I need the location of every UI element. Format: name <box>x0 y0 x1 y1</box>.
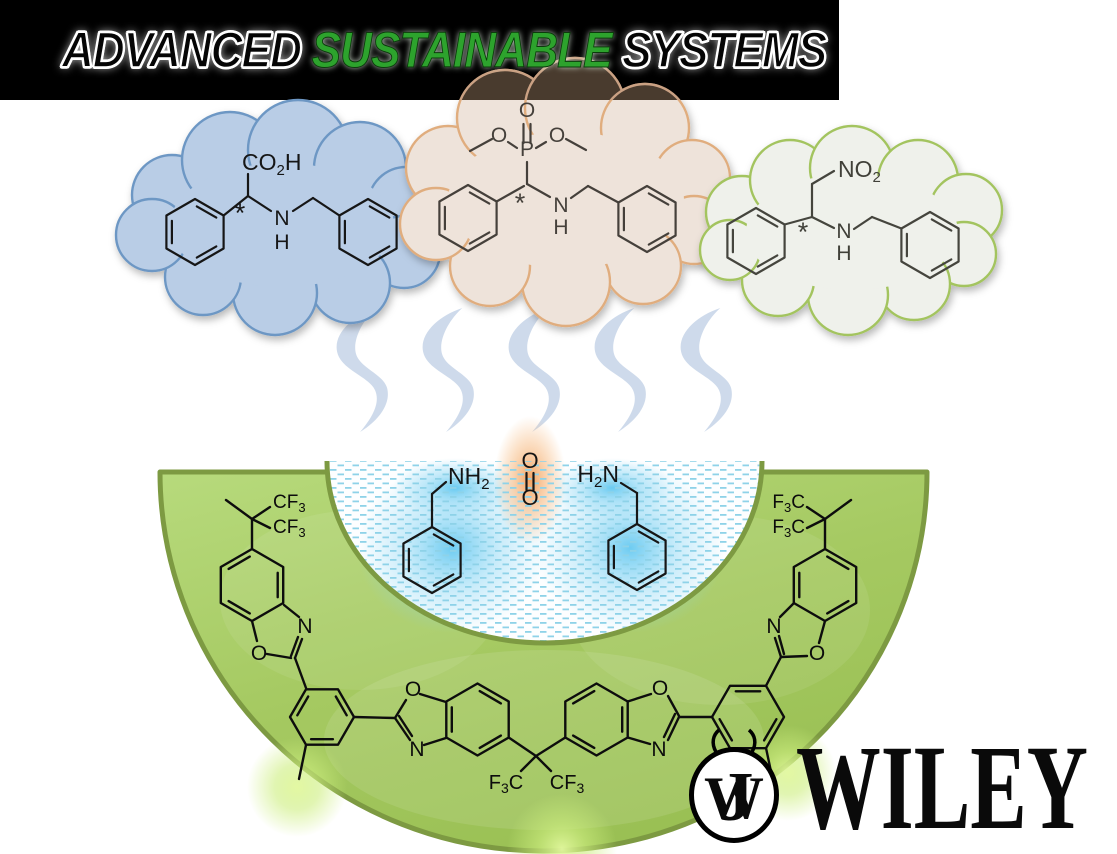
phosphonate-o-top-label: O <box>519 99 535 122</box>
cloud-nitro: NO2 * N H <box>698 124 1004 337</box>
amine-h-label: H <box>553 216 568 239</box>
wiley-wordmark: WILEY <box>796 721 1088 854</box>
no2-label: NO2 <box>838 156 881 186</box>
amine-n-label: N <box>274 207 289 230</box>
monogram-crown-left <box>711 728 721 753</box>
oxygen-top-label: O <box>521 448 538 473</box>
emission-glow-bottom <box>507 794 617 854</box>
cavity-edge <box>324 460 765 646</box>
cloud-body <box>448 132 684 268</box>
cf3-label: CF3 <box>273 492 306 515</box>
amine-h-label: H <box>836 242 851 265</box>
f3c-label: F3C <box>489 772 523 796</box>
bolt-icon <box>508 308 560 432</box>
stereocenter-label: * <box>235 198 246 228</box>
energy-bolts <box>336 308 732 432</box>
oxazole-o-label: O <box>251 642 267 665</box>
phosphonate-o-right-label: O <box>549 124 565 147</box>
cf3-label: CF3 <box>550 772 585 796</box>
reaction-cavity <box>324 416 765 646</box>
bolt-icon <box>336 308 388 432</box>
amine-h-label: H <box>274 231 289 254</box>
bolt-icon <box>594 308 646 432</box>
bolt-icon <box>680 308 732 432</box>
amine-n-label: N <box>836 220 851 243</box>
wiley-logo: W J WILEY <box>689 721 1088 854</box>
oxazole-o-label: O <box>405 678 421 701</box>
oxazole-n-label: N <box>409 738 424 761</box>
monogram-j: J <box>719 759 754 836</box>
oxazole-o-label: O <box>652 677 668 700</box>
oxazole-n-label: N <box>297 615 312 638</box>
cloud-carboxylic-acid: CO2H * N H <box>114 98 446 337</box>
benzylamine-right: H2N <box>577 461 667 592</box>
stereocenter-label: * <box>515 188 526 218</box>
journal-title-word-advanced: ADVANCED <box>61 21 302 79</box>
carboxylic-structure <box>165 172 398 267</box>
stereocenter-label: * <box>798 217 809 247</box>
oxazole-n-label: N <box>766 615 781 638</box>
cloud-bumps-over-banner <box>459 56 681 100</box>
phosphorus-label: P <box>520 138 534 161</box>
oxazole-n-label: N <box>651 738 666 761</box>
nitro-structure <box>726 169 960 280</box>
oxygen-bottom-label: O <box>521 485 538 510</box>
polymer-chain: CF3 CF3 F3C F3C F3C CF3 N O O N O N N O <box>219 492 858 796</box>
f3c-label: F3C <box>772 492 805 515</box>
emission-glow-left <box>247 737 347 837</box>
bolt-icon <box>422 308 474 432</box>
amine-n-label: N <box>553 194 568 217</box>
phosphonate-structure <box>438 122 677 254</box>
f3c-label: F3C <box>772 517 805 540</box>
journal-title-word-sustainable: SUSTAINABLE <box>311 22 613 79</box>
benzylamine-left: NH2 <box>402 463 490 595</box>
h2n-label: H2N <box>577 461 619 491</box>
oxygen-molecule: O O <box>521 448 538 510</box>
oxazole-o-label: O <box>809 642 825 665</box>
monogram-crown-right <box>747 728 757 753</box>
journal-title: ADVANCED SUSTAINABLE SYSTEMS <box>61 0 827 100</box>
cf3-label: CF3 <box>273 517 306 540</box>
wiley-monogram: W J <box>689 728 779 843</box>
phosphonate-o-left-label: O <box>491 124 507 147</box>
journal-title-word-systems: SYSTEMS <box>621 21 827 79</box>
journal-banner <box>0 0 839 100</box>
monogram-w: W <box>704 765 764 831</box>
nh2-label: NH2 <box>448 463 490 493</box>
cloud-shape <box>698 124 1004 337</box>
co2h-label: CO2H <box>242 149 301 179</box>
